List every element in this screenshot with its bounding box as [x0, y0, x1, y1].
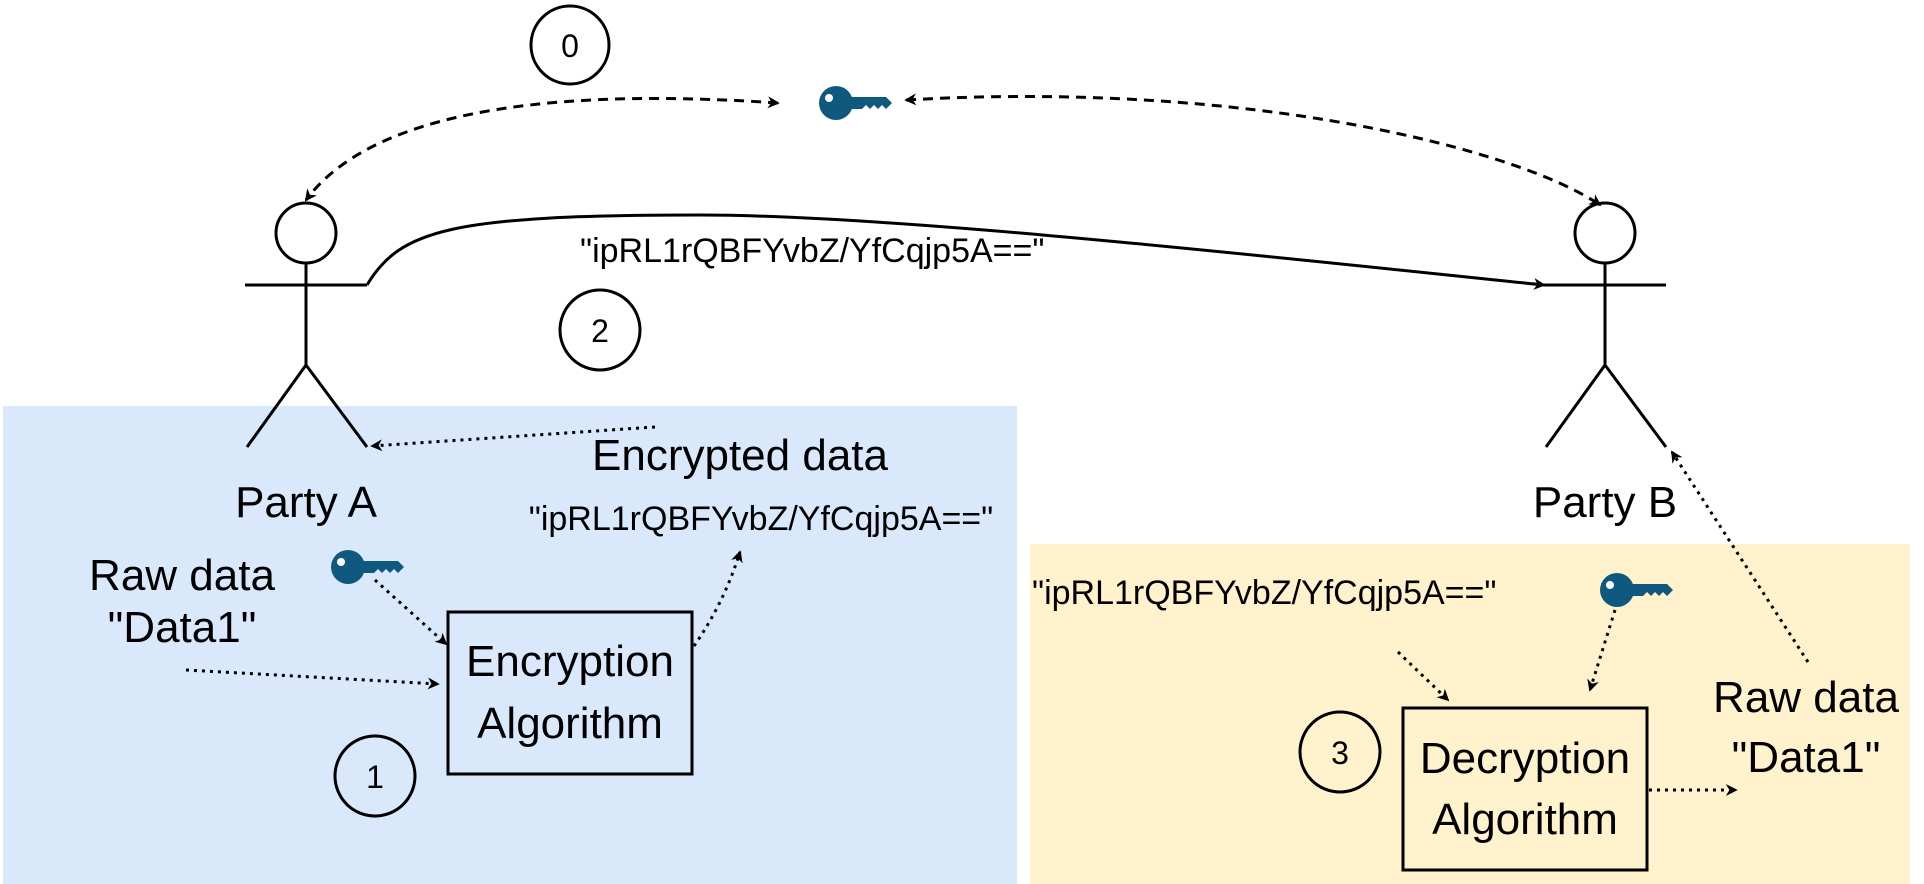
- enc-raw-data-value: "Data1": [108, 603, 257, 652]
- step-0-label: 0: [561, 28, 579, 64]
- key-share-arrow-party-a: [304, 96, 780, 202]
- dec-input-to-algo-arrow: [1396, 650, 1450, 702]
- step-2-label: 2: [591, 313, 609, 349]
- encryption-region: [3, 406, 1017, 884]
- dec-raw-data-value: "Data1": [1732, 733, 1881, 782]
- party-b-label: Party B: [1533, 478, 1677, 527]
- transmit-arrow: [365, 213, 1546, 290]
- key-share-arrow-party-b: [904, 93, 1602, 207]
- decryption-algorithm-label-1: Decryption: [1420, 734, 1630, 783]
- decryption-region: [1030, 544, 1910, 884]
- party-a-label: Party A: [235, 478, 377, 527]
- decryption-algorithm-box: [1401, 706, 1649, 872]
- encrypted-data-title: Encrypted data: [592, 431, 888, 480]
- step-3-marker: [1298, 710, 1382, 794]
- dec-input-ciphertext: "ipRL1rQBFYvbZ/YfCqjp5A==": [1032, 574, 1496, 612]
- enc-algo-to-output-arrow: [692, 550, 743, 647]
- encrypted-data-value: "ipRL1rQBFYvbZ/YfCqjp5A==": [529, 500, 993, 538]
- step-2-marker: [558, 288, 642, 372]
- step-3-label: 3: [1331, 735, 1349, 771]
- encryption-algorithm-label-1: Encryption: [466, 637, 674, 686]
- encryption-algorithm-box: [446, 610, 694, 776]
- dec-raw-data-label: Raw data: [1713, 673, 1899, 722]
- party-b-figure: [1544, 201, 1668, 448]
- dec-raw-to-party-b-arrow: [1670, 450, 1810, 663]
- key-icon: [819, 86, 892, 120]
- encryption-algorithm-label-2: Algorithm: [477, 699, 663, 748]
- enc-raw-to-algo-arrow: [185, 668, 440, 690]
- decryption-algorithm-label-2: Algorithm: [1432, 795, 1618, 844]
- transmitted-ciphertext: "ipRL1rQBFYvbZ/YfCqjp5A==": [580, 232, 1044, 270]
- step-1-marker: [333, 734, 417, 818]
- enc-raw-data-label: Raw data: [89, 551, 275, 600]
- step-0-marker: [529, 4, 611, 86]
- party-a-figure: [245, 201, 369, 448]
- step-1-label: 1: [366, 759, 384, 795]
- dec-key-to-algo-arrow: [1587, 609, 1617, 692]
